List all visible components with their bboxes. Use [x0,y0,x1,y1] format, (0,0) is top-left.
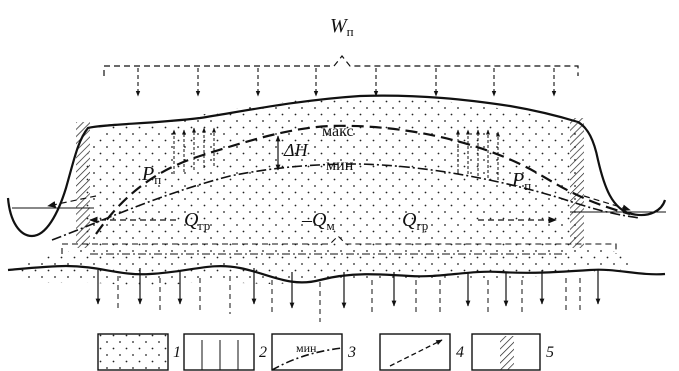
legend-swatch-level [271,333,343,371]
lower-brace [61,235,617,254]
legend-num-4: 4 [456,344,464,361]
legend-swatch-flow [379,333,451,371]
legend-swatch-level-text: мин [296,341,317,355]
precipitation-brace [103,55,579,76]
leakage-arrows [95,268,601,309]
max-water-table [95,124,631,235]
left-boundary-hatch [76,122,90,248]
evaporation-right-label: Pп [511,169,531,193]
precipitation-label: Wп [330,15,354,39]
evaporation-left-label: Pп [141,163,161,187]
legend-num-2: 2 [259,344,267,361]
groundwater-flow-right-label: Qгр [402,209,428,233]
min-level-label: мин [326,157,354,174]
max-level-label: макс [322,123,354,140]
infiltration-arrows [135,68,557,97]
recharge-arrows-right [456,129,500,180]
min-water-table [51,163,641,241]
outflow-left-arrow [47,195,97,208]
right-boundary-hatch [570,118,584,248]
outflow-right-arrow [583,195,631,212]
leakage-dashed-lines [117,276,581,322]
interlayer-flow-label: –Qм [301,209,335,233]
groundwater-flow-left-label: Qгр [184,209,210,233]
legend-num-5: 5 [546,344,554,361]
legend: 1 2 мин 3 4 5 [97,333,554,371]
legend-num-3: 3 [347,344,356,361]
legend-swatch-sand [97,333,169,371]
ground-surface [6,94,667,238]
delta-h-label: ΔH [283,140,309,160]
legend-num-1: 1 [173,344,181,361]
aquifer-bottom [7,264,666,284]
recharge-arrows-left [172,127,216,174]
legend-swatch-aquitard [183,333,255,371]
